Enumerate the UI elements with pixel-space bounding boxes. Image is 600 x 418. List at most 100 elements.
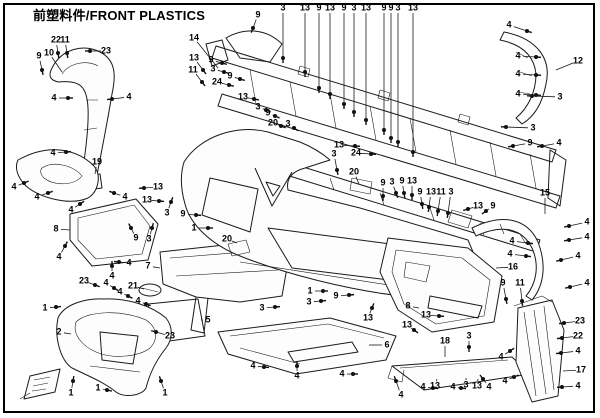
callout-4: 4 <box>506 19 512 30</box>
callout-6: 6 <box>384 339 390 350</box>
callout-23: 23 <box>100 45 112 56</box>
screw-icon <box>238 77 245 82</box>
callout-4: 4 <box>420 381 426 392</box>
screw-icon <box>556 336 564 340</box>
screw-icon <box>353 144 361 148</box>
callout-13: 13 <box>420 309 432 320</box>
callout-23: 23 <box>78 275 90 286</box>
callout-4: 4 <box>135 295 141 306</box>
callout-4: 4 <box>103 277 109 288</box>
screw-icon <box>206 226 213 230</box>
callout-20: 20 <box>221 233 233 244</box>
callout-4: 4 <box>250 360 256 371</box>
callout-24: 24 <box>350 147 362 158</box>
callout-3: 3 <box>463 379 469 390</box>
screw-icon <box>479 374 485 381</box>
callout-3: 3 <box>285 118 291 129</box>
screw-icon <box>481 209 488 215</box>
callout-4: 4 <box>515 88 521 99</box>
callout-1: 1 <box>191 222 197 233</box>
part-6-mid-panel-drawing <box>217 317 397 375</box>
screw-icon <box>105 388 113 392</box>
screw-icon <box>436 209 440 217</box>
screw-icon <box>113 260 121 264</box>
callout-3: 3 <box>306 296 312 307</box>
screw-icon <box>412 328 419 334</box>
screw-icon <box>303 70 307 77</box>
callout-4: 4 <box>584 231 590 242</box>
callout-leader-line <box>522 73 537 76</box>
callout-3: 3 <box>146 233 152 244</box>
callout-leader-line <box>568 237 583 241</box>
callout-11: 11 <box>436 186 446 197</box>
screw-icon <box>22 180 29 185</box>
screw-icon <box>396 140 400 147</box>
callout-4: 4 <box>507 248 513 259</box>
callout-3: 3 <box>259 302 265 313</box>
callout-3: 3 <box>164 207 170 218</box>
callout-leader-line <box>111 97 125 100</box>
screw-icon <box>321 289 328 293</box>
callout-leader-line <box>231 240 238 244</box>
screw-icon <box>126 294 133 299</box>
callout-4: 4 <box>68 204 74 215</box>
callout-24: 24 <box>211 76 223 87</box>
part-12-apillar-trim-drawing <box>499 31 548 125</box>
screw-icon <box>40 68 44 76</box>
callout-4: 4 <box>584 216 590 227</box>
callout-leader-line <box>51 56 63 73</box>
screw-icon <box>370 303 375 310</box>
callout-20: 20 <box>267 117 279 128</box>
screw-icon <box>520 299 524 307</box>
screw-icon <box>410 193 414 200</box>
callout-16: 16 <box>507 261 519 272</box>
screw-icon <box>351 372 358 376</box>
callout-leader-line <box>437 196 441 212</box>
screw-icon <box>524 254 532 258</box>
screw-icon <box>389 136 393 143</box>
callout-13: 13 <box>429 380 441 391</box>
screw-icon <box>264 108 271 113</box>
screw-icon <box>110 261 114 268</box>
screw-icon <box>109 190 116 195</box>
callout-13: 13 <box>360 2 372 13</box>
callout-2: 2 <box>56 326 62 337</box>
part-19-scoop-panel-drawing <box>15 149 99 202</box>
brand-logo-plate <box>19 368 61 400</box>
callout-13: 13 <box>362 312 374 323</box>
callout-9: 9 <box>316 2 322 13</box>
callout-leader-line <box>94 166 97 175</box>
callout-4: 4 <box>117 286 123 297</box>
screw-icon <box>279 124 286 129</box>
screw-icon <box>507 144 515 148</box>
callout-21: 21 <box>127 280 139 291</box>
callout-9: 9 <box>380 177 386 188</box>
callout-9: 9 <box>265 107 271 118</box>
callout-leader-line <box>137 286 145 290</box>
callout-13: 13 <box>407 2 419 13</box>
callout-leader-line <box>569 283 583 288</box>
screw-icon <box>381 194 385 201</box>
callout-4: 4 <box>584 277 590 288</box>
callout-9: 9 <box>417 186 423 197</box>
screw-icon <box>556 385 564 389</box>
callout-9: 9 <box>399 175 405 186</box>
callout-13: 13 <box>425 186 437 197</box>
callout-1: 1 <box>162 387 168 398</box>
callout-leader-line <box>522 55 537 58</box>
screw-icon <box>85 49 92 53</box>
callout-leader-line <box>568 222 583 227</box>
screw-icon <box>169 197 174 204</box>
callout-14: 14 <box>188 32 200 43</box>
callout-9: 9 <box>255 9 261 20</box>
callout-13: 13 <box>141 194 153 205</box>
callout-leader-layer <box>18 13 583 392</box>
callout-4: 4 <box>515 68 521 79</box>
screw-icon <box>555 351 563 355</box>
callout-9: 9 <box>490 200 496 211</box>
callout-leader-line <box>522 93 537 96</box>
callout-4: 4 <box>509 235 515 246</box>
screw-icon <box>273 114 280 119</box>
part-15-bracket-arm-drawing <box>471 219 544 301</box>
screw-icon <box>352 110 356 117</box>
